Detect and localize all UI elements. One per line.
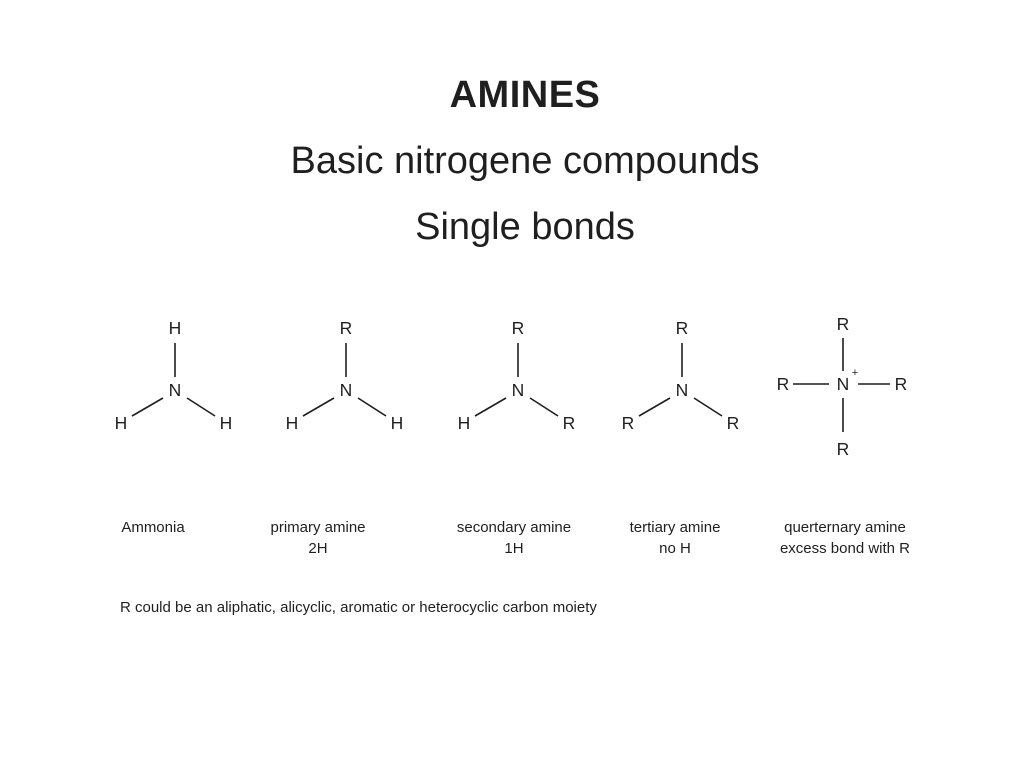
caption-primary-amine: primary amine 2H <box>208 517 428 559</box>
atom-label-center: N <box>512 380 525 400</box>
slide-subtitle-line1: Basic nitrogene compounds <box>290 140 760 182</box>
atom-label-right: R <box>727 413 740 433</box>
caption-name: secondary amine <box>456 519 572 536</box>
bond-right <box>529 397 559 417</box>
slide-title: AMINES <box>449 74 601 116</box>
caption-secondary-amine: secondary amine 1H <box>404 517 624 559</box>
caption-tertiary-amine: tertiary amine no H <box>565 517 785 559</box>
bond-right <box>186 397 216 417</box>
caption-detail: no H <box>659 540 691 557</box>
atom-label-left: H <box>286 413 299 433</box>
caption-detail: excess bond with R <box>779 540 911 557</box>
slide-header: AMINES Basic nitrogene compounds Single … <box>26 62 1024 260</box>
atom-label-left: H <box>458 413 471 433</box>
footnote-r-definition: R could be an aliphatic, alicyclic, arom… <box>120 599 597 616</box>
atom-label-top: R <box>512 318 525 338</box>
molecule-secondary-amine-structure: R N H R <box>458 318 576 433</box>
bond-left <box>638 397 671 417</box>
atom-label-center: N <box>169 380 182 400</box>
atom-label-center: N <box>837 374 850 394</box>
caption-name: tertiary amine <box>629 519 721 536</box>
caption-ammonia: Ammonia <box>43 517 263 538</box>
slide-subtitle-line2: Single bonds <box>415 206 635 248</box>
caption-quaternary-amine: querternary amine excess bond with R <box>735 517 955 559</box>
atom-label-right: H <box>220 413 233 433</box>
positive-charge-label: + <box>852 367 858 379</box>
bond-left <box>131 397 164 417</box>
molecule-quaternary-amine-structure: R R N + R R <box>777 314 908 459</box>
atom-label-right: R <box>563 413 576 433</box>
atom-label-center: N <box>340 380 353 400</box>
bond-right <box>357 397 387 417</box>
molecule-primary-amine-structure: R N H H <box>286 318 404 433</box>
atom-label-bottom: R <box>837 439 850 459</box>
atom-label-right: R <box>895 374 908 394</box>
atom-label-center: N <box>676 380 689 400</box>
caption-name: Ammonia <box>121 519 185 536</box>
caption-name: primary amine <box>270 519 366 536</box>
atom-label-top: H <box>169 318 182 338</box>
molecule-ammonia-structure: H N H H <box>115 318 233 433</box>
bond-right <box>693 397 723 417</box>
atom-label-top: R <box>837 314 850 334</box>
bond-left <box>474 397 507 417</box>
atom-label-left: H <box>115 413 128 433</box>
atom-label-left: R <box>622 413 635 433</box>
caption-name: querternary amine <box>784 519 906 536</box>
bond-left <box>302 397 335 417</box>
atom-label-top: R <box>676 318 689 338</box>
atom-label-right: H <box>391 413 404 433</box>
caption-detail: 1H <box>504 540 524 557</box>
caption-detail: 2H <box>308 540 328 557</box>
atom-label-left: R <box>777 374 790 394</box>
atom-label-top: R <box>340 318 353 338</box>
molecule-tertiary-amine-structure: R N R R <box>622 318 740 433</box>
